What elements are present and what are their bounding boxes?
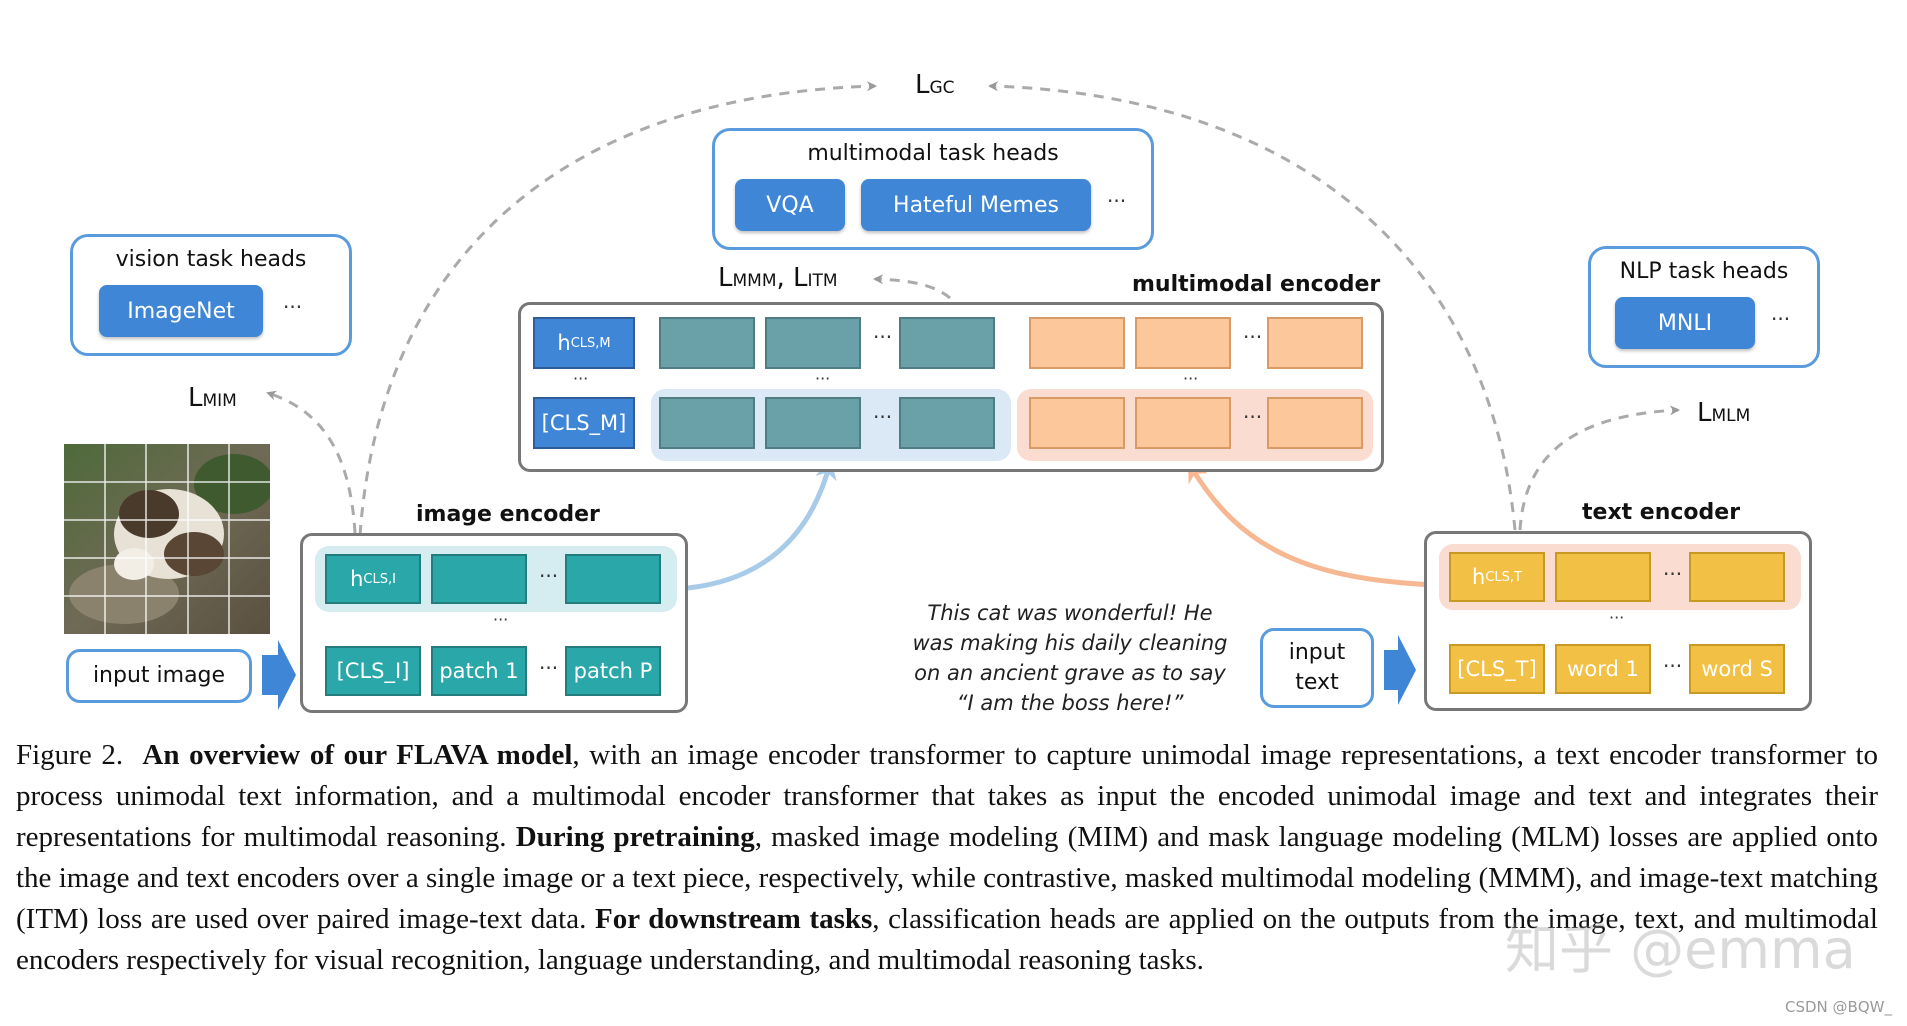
mim-arrow [266, 390, 357, 534]
patch-1-token: patch 1 [431, 646, 527, 696]
mm-output-token [765, 317, 861, 369]
cls-m-token: [CLS_M] [533, 397, 635, 449]
mm-input-token [659, 397, 755, 449]
dots: ··· [1243, 405, 1263, 429]
caption-bold-pretraining: During pretraining [515, 821, 755, 853]
quote-line: on an ancient grave as to say [914, 661, 1226, 685]
dots: ··· [1609, 608, 1625, 627]
loss-gc: LGC [915, 70, 955, 100]
mm-output-token [1267, 317, 1363, 369]
caption-text: , classification heads are applied on th… [16, 903, 1878, 976]
vqa-head: VQA [735, 179, 845, 231]
input-image-box: input image [66, 649, 252, 703]
multimodal-task-heads-title: multimodal task heads [807, 141, 1059, 166]
nlp-task-heads-panel: NLP task heads MNLI ··· [1588, 246, 1820, 368]
dots: ··· [539, 564, 559, 588]
mm-input-token [899, 397, 995, 449]
imagenet-head: ImageNet [99, 285, 263, 337]
multimodal-encoder-title: multimodal encoder [1132, 272, 1381, 297]
mm-input-token [765, 397, 861, 449]
quote-line: was making his daily cleaning [912, 631, 1228, 655]
figure-caption: Figure 2. An overview of our FLAVA model… [16, 735, 1878, 981]
gc-arc-right [988, 81, 1517, 531]
loss-mmm-itm: LMMM, LITM [718, 263, 838, 293]
dots: ··· [815, 369, 831, 388]
mmm-itm-arrow [873, 274, 951, 300]
input-text-box: input text [1260, 628, 1374, 708]
input-text-line: text [1295, 670, 1339, 695]
more-dots: ··· [1107, 189, 1127, 213]
text-encoder-title: text encoder [1582, 500, 1741, 525]
dots: ··· [873, 405, 893, 429]
mm-output-token [1029, 317, 1125, 369]
vision-task-heads-title: vision task heads [115, 247, 307, 272]
figure-label: Figure 2. [16, 739, 124, 771]
more-dots: ··· [1771, 307, 1791, 331]
cls-i-token: [CLS_I] [325, 646, 421, 696]
input-text-line: input [1288, 640, 1346, 665]
caption-text: , with an image encoder transformer to c… [16, 739, 1879, 853]
caption-bold-title: An overview of our FLAVA model [142, 739, 573, 771]
text-output-token [1555, 552, 1651, 602]
image-output-token [431, 554, 527, 604]
dots: ··· [873, 325, 893, 349]
patch-p-token: patch P [565, 646, 661, 696]
image-encoder-title: image encoder [416, 502, 600, 527]
dots: ··· [1663, 654, 1683, 678]
cat-photo [64, 444, 270, 634]
vision-task-heads-panel: vision task heads ImageNet ··· [70, 234, 352, 356]
mnli-head: MNLI [1615, 297, 1755, 349]
hateful-memes-head: Hateful Memes [861, 179, 1091, 231]
image-output-token [565, 554, 661, 604]
dots: ··· [1663, 562, 1683, 586]
cls-t-token: [CLS_T] [1449, 644, 1545, 694]
mlm-arrow [1518, 405, 1680, 531]
dots: ··· [539, 656, 559, 680]
dots: ··· [573, 369, 589, 388]
flava-diagram: LGC LMMM, LITM LMIM LMLM multimodal task… [64, 70, 1820, 718]
image-to-multimodal-arrow [687, 459, 837, 591]
mm-input-token [1029, 397, 1125, 449]
mm-input-token [1135, 397, 1231, 449]
mm-output-token [659, 317, 755, 369]
loss-mim: LMIM [188, 383, 237, 413]
word-s-token: word S [1689, 644, 1785, 694]
multimodal-task-heads-panel: multimodal task heads VQA Hateful Memes … [712, 128, 1154, 250]
dots: ··· [493, 610, 509, 629]
watermark: 知乎 @emma [1505, 918, 1856, 981]
caption-text: , masked image modeling (MIM) and mask l… [16, 821, 1878, 935]
dots: ··· [1183, 369, 1199, 388]
more-dots: ··· [283, 295, 303, 319]
mm-input-token [1267, 397, 1363, 449]
connector-arrows [262, 81, 1680, 710]
caption-bold-downstream: For downstream tasks [595, 903, 873, 935]
input-text-arrow [1384, 635, 1416, 705]
word-1-token: word 1 [1555, 644, 1651, 694]
dots: ··· [1243, 325, 1263, 349]
gc-arc-left [358, 81, 877, 536]
quote-line: This cat was wonderful! He [927, 601, 1213, 625]
quote-line: “I am the boss here!” [956, 691, 1184, 715]
mm-output-token [899, 317, 995, 369]
credit-text: CSDN @BQW_ [1785, 998, 1892, 1016]
text-to-multimodal-arrow [1187, 461, 1439, 588]
input-text-quote: This cat was wonderful! He was making hi… [880, 598, 1260, 718]
input-image-arrow [262, 640, 296, 710]
mm-output-token [1135, 317, 1231, 369]
loss-mlm: LMLM [1697, 398, 1751, 428]
nlp-task-heads-title: NLP task heads [1619, 259, 1789, 284]
text-output-token [1689, 552, 1785, 602]
